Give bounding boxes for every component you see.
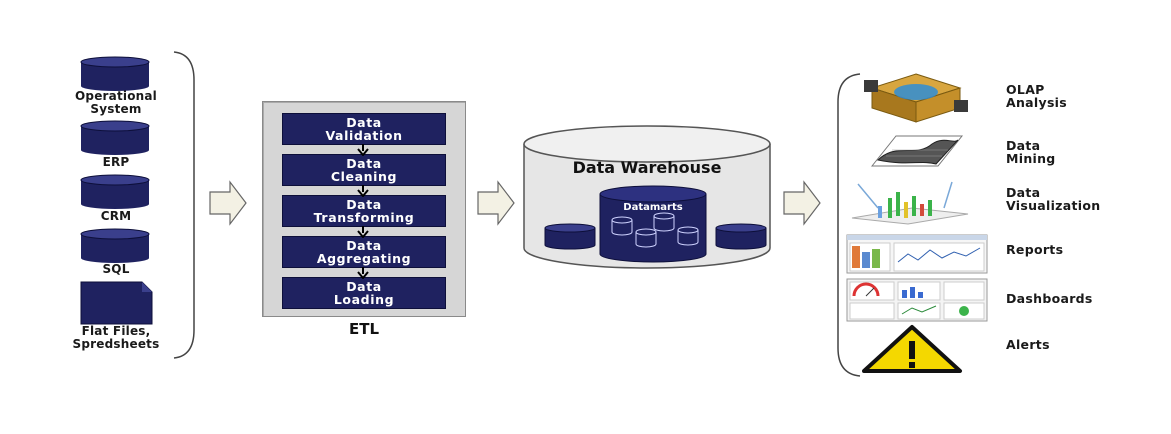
- tool-label-alerts: Alerts: [1006, 337, 1050, 352]
- arrow-down-icon: [357, 226, 369, 238]
- tool-label-reports: Reports: [1006, 242, 1064, 257]
- arrow-down-icon: [357, 267, 369, 279]
- etl-title: ETL: [348, 320, 380, 338]
- arrow-right-icon: [783, 180, 821, 226]
- report-screenshot-icon: [846, 234, 988, 274]
- source-group-bracket: [173, 51, 195, 359]
- database-cylinder-icon: [80, 120, 150, 155]
- datamarts-label: Datamarts: [623, 202, 683, 213]
- warning-triangle-icon: [862, 325, 962, 373]
- arrow-right-icon: [209, 180, 247, 226]
- arrow-right-icon: [477, 180, 515, 226]
- database-cylinder-icon: [715, 223, 767, 250]
- surface-plot-icon: [870, 135, 964, 167]
- source-label-crm: CRM: [100, 209, 132, 223]
- source-label-sql: SQL: [102, 262, 130, 276]
- database-cylinder-icon: [80, 56, 150, 91]
- olap-cube-icon: [864, 73, 968, 123]
- dashboard-screenshot-icon: [846, 278, 988, 322]
- source-label-erp: ERP: [102, 155, 130, 169]
- datamarts-cylinder: [599, 185, 707, 263]
- database-cylinder-icon: [80, 228, 150, 263]
- 3d-bar-chart-icon: [851, 181, 969, 225]
- database-cylinder-icon: [544, 223, 596, 250]
- arrow-down-icon: [357, 185, 369, 197]
- tool-label-dashboards: Dashboards: [1006, 291, 1093, 306]
- database-cylinder-icon: [80, 174, 150, 209]
- warehouse-title: Data Warehouse: [572, 158, 722, 177]
- source-label-flat-files: Flat Files,Spredsheets: [72, 324, 160, 351]
- tools-group-bracket: [837, 73, 861, 377]
- arrow-down-icon: [357, 144, 369, 156]
- flat-file-icon: [80, 281, 153, 325]
